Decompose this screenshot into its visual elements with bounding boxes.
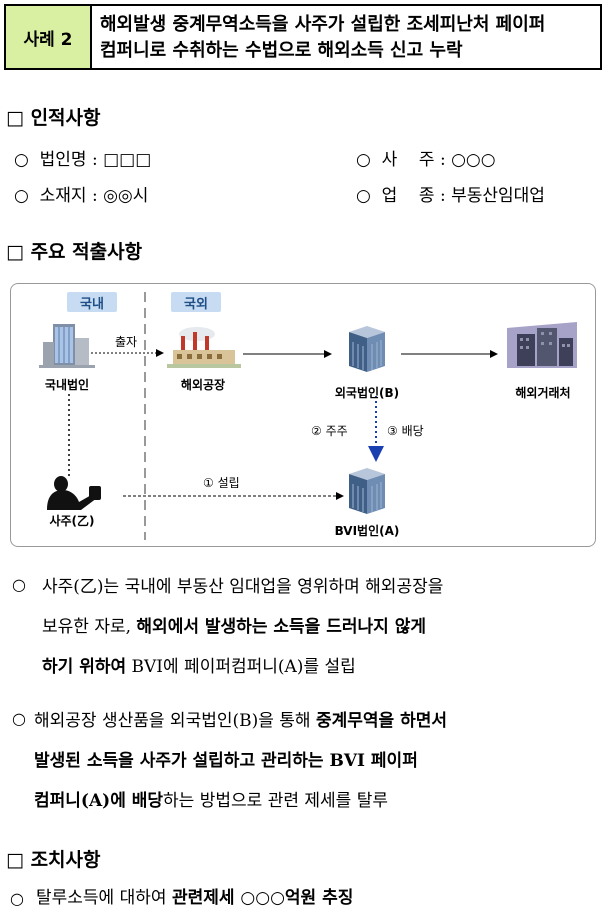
para2-line1: 해외공장 생산품을 외국법인(B)을 통해 중계무역을 하면서 (34, 711, 448, 731)
case-title-line-2: 컴퍼니로 수취하는 수법으로 해외소득 신고 누락 (100, 40, 463, 61)
para1-line2: 보유한 자로, 해외에서 발생하는 소득을 드러나지 않게 (42, 617, 426, 637)
action-text: 탈루소득에 대하여 관련제세 ○○○억원 추징 (36, 888, 354, 908)
para1-line3-emphasis: 하기 위하여 (42, 657, 127, 677)
edge-establish-label: ① 설립 (203, 476, 240, 490)
node-overseas-factory-label: 해외공장 (180, 378, 226, 392)
para2-line3: 컴퍼니(A)에 배당하는 방법으로 관련 제세를 탈루 (34, 791, 388, 811)
edge-shareholder-label: ② 주주 (311, 424, 348, 438)
info-owner: ○ 사 주 : ○○○ (356, 150, 496, 170)
node-overseas-client-label: 해외거래처 (515, 386, 571, 400)
para2-line2-emphasis: 사주가 설립하고 관리하는 BVI 페이퍼 (139, 751, 418, 771)
node-owner-label: 사주(乙) (49, 514, 95, 528)
structure-diagram: 국내 국외 국내법인 출자 해외공장 외국법인(B) (10, 283, 596, 547)
case-label: 사례 2 (6, 6, 92, 68)
para1-bullet: ○ (12, 575, 26, 594)
para2-line2: 발생된 소득을 사주가 설립하고 관리하는 BVI 페이퍼 (34, 751, 418, 771)
action-bullet: ○ (10, 889, 24, 908)
para2-line3-emphasis: 컴퍼니(A)에 배당 (34, 791, 164, 811)
para1-line3: 하기 위하여 BVI에 페이퍼컴퍼니(A)를 설립 (42, 657, 356, 677)
action-text-emphasis: 관련제세 ○○○억원 추징 (171, 888, 354, 908)
section-action-title: □ 조치사항 (6, 849, 101, 871)
info-industry: ○ 업 종 : 부동산임대업 (356, 186, 545, 206)
case-header-box: 사례 2 해외발생 중계무역소득을 사주가 설립한 조세피난처 페이퍼 컴퍼니로… (4, 4, 602, 70)
node-domestic-corp-label: 국내법인 (44, 378, 90, 392)
case-title: 해외발생 중계무역소득을 사주가 설립한 조세피난처 페이퍼 컴퍼니로 수취하는… (100, 12, 598, 64)
para2-line1-emphasis: 중계무역을 하면서 (315, 711, 448, 731)
foreign-corp-building-icon (349, 326, 385, 372)
overseas-client-building-icon (507, 322, 577, 368)
edge-investment-label: 출자 (115, 335, 138, 349)
tag-domestic: 국내 (67, 292, 117, 312)
owner-person-icon (47, 476, 101, 510)
tag-overseas: 국외 (171, 292, 221, 312)
domestic-corp-building-icon (39, 324, 95, 368)
para1-line2-emphasis: 해외에서 발생하는 소득을 드러나지 않게 (136, 617, 426, 637)
node-foreign-corp-label: 외국법인(B) (334, 386, 400, 400)
para1-line1: 사주(乙)는 국내에 부동산 임대업을 영위하며 해외공장을 (42, 577, 444, 597)
section-personal-title: □ 인적사항 (6, 107, 101, 129)
bvi-corp-building-icon (349, 468, 385, 514)
para2-bullet: ○ (12, 709, 26, 728)
info-location: ○ 소재지 : ◎◎시 (14, 186, 149, 206)
paragraph-1: 사주(乙)는 국내에 부동산 임대업을 영위하며 해외공장을 보유한 자로, 해… (42, 567, 606, 687)
section-findings-title: □ 주요 적출사항 (6, 241, 143, 263)
info-corp-name: ○ 법인명 : □□□ (14, 150, 152, 170)
diagram-connectors (68, 292, 498, 540)
paragraph-2: 해외공장 생산품을 외국법인(B)을 통해 중계무역을 하면서 발생된 소득을 … (34, 701, 606, 821)
overseas-factory-icon (167, 327, 241, 368)
case-title-line-1: 해외발생 중계무역소득을 사주가 설립한 조세피난처 페이퍼 (100, 14, 546, 35)
edge-dividend-label: ③ 배당 (387, 424, 424, 438)
node-bvi-corp-label: BVI법인(A) (334, 524, 400, 538)
